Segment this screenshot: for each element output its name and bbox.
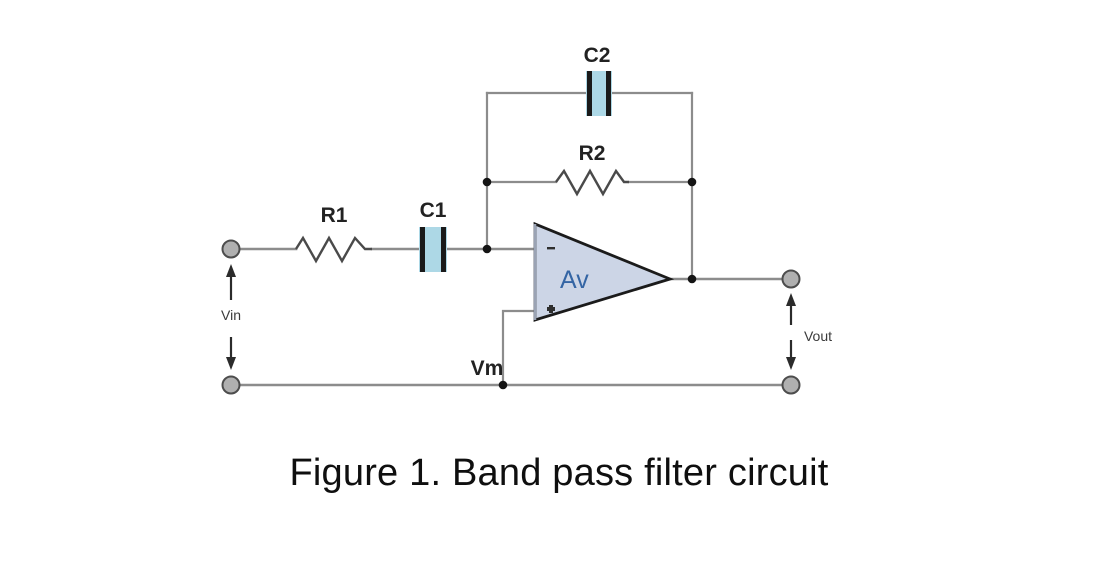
- capacitor-c1-symbol: [419, 227, 447, 272]
- junction-output-node: [687, 274, 697, 284]
- capacitor-c2-symbol: [586, 71, 612, 116]
- label-r1: R1: [321, 204, 348, 227]
- figure-caption: Figure 1. Band pass filter circuit: [289, 452, 829, 494]
- label-vout: Vout: [804, 328, 832, 344]
- label-c2: C2: [584, 44, 611, 67]
- label-vm: Vm: [471, 357, 504, 380]
- label-r2: R2: [579, 142, 606, 165]
- opamp-gain-label: Av: [560, 266, 589, 294]
- junction-r2-right: [687, 177, 697, 187]
- opamp-av-symbol: Av: [533, 221, 675, 322]
- resistor-r2-symbol: [555, 168, 629, 197]
- resistor-r1-symbol: [294, 235, 372, 264]
- vout-arrow: [786, 293, 796, 370]
- terminal-vout-positive[interactable]: [781, 269, 801, 289]
- wire-noninverting-to-ground: [501, 309, 535, 387]
- junction-vm-node: [498, 380, 508, 390]
- label-vin: Vin: [221, 307, 241, 323]
- vin-arrow: [226, 264, 236, 370]
- junction-r2-left: [482, 177, 492, 187]
- opamp-inverting-sign: [547, 247, 555, 250]
- label-c1: C1: [420, 199, 447, 222]
- terminal-vin-negative[interactable]: [221, 375, 241, 395]
- terminal-vout-negative[interactable]: [781, 375, 801, 395]
- opamp-noninverting-sign-h: [547, 307, 555, 311]
- terminal-vin-positive[interactable]: [221, 239, 241, 259]
- junction-inverting-node: [482, 244, 492, 254]
